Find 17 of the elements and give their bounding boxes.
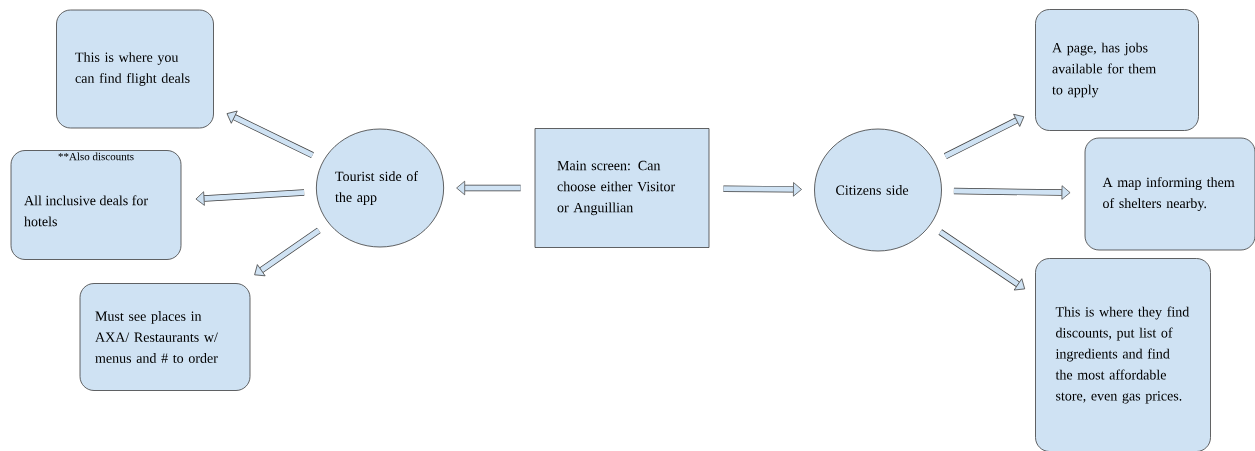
rounded-box: A map informing them of shelters nearby.: [1084, 137, 1255, 251]
rounded-box: **Also discounts All inclusive deals for hotels: [10, 150, 182, 260]
block-arrow: [195, 189, 305, 206]
rounded-box: This is where they find discounts, put list of ingredients and find the most affordable store, even gas prices.: [1035, 258, 1211, 451]
circle-node: Citizens side: [814, 128, 942, 252]
circle-node: Tourist side of the app: [315, 128, 445, 248]
block-arrow: [943, 113, 1025, 160]
block-arrow: [254, 227, 321, 277]
rounded-box: This is where you can find flight deals: [56, 9, 214, 129]
block-arrow: [456, 180, 521, 196]
block-arrow: [226, 110, 314, 159]
rounded-box: Must see places in AXA/ Restaurants w/ menus and # to order: [79, 283, 251, 391]
process-box: Main screen: Can choose either Visitor or Anguillian: [534, 128, 710, 248]
rounded-box: A page, has jobs available for them to apply: [1035, 9, 1199, 131]
block-arrow: [953, 185, 1071, 200]
block-arrow: [723, 182, 802, 197]
block-arrow: [938, 229, 1026, 291]
